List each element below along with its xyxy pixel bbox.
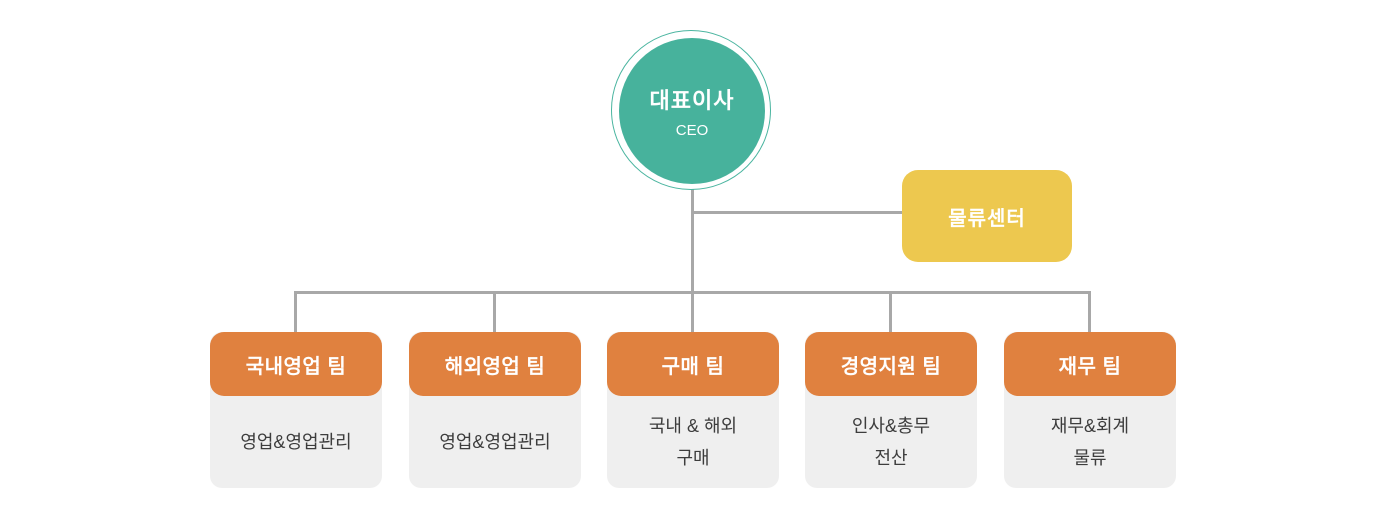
connector-team-stub: [493, 291, 496, 334]
team-detail-line: 인사&총무: [851, 415, 931, 436]
team-detail-line: 국내 & 해외: [648, 415, 738, 436]
team-header: 경영지원 팀: [805, 332, 977, 396]
team-body: 인사&총무 전산: [805, 396, 977, 488]
ceo-title: 대표이사: [649, 88, 735, 113]
team-card-management-support: 경영지원 팀 인사&총무 전산: [805, 332, 977, 488]
logistics-node: 물류센터: [902, 170, 1072, 262]
ceo-subtitle: CEO: [675, 122, 709, 139]
connector-ceo-vertical: [691, 188, 694, 293]
team-card-domestic-sales: 국내영업 팀 영업&영업관리: [210, 332, 382, 488]
connector-team-stub: [889, 291, 892, 334]
team-header: 재무 팀: [1004, 332, 1176, 396]
team-header: 국내영업 팀: [210, 332, 382, 396]
team-header: 구매 팀: [607, 332, 779, 396]
team-detail-line: 구매: [676, 448, 710, 468]
team-detail-line: 전산: [874, 448, 908, 468]
connector-team-stub: [1088, 291, 1091, 334]
ceo-node: 대표이사 CEO: [619, 38, 765, 184]
team-body: 재무&회계 물류: [1004, 396, 1176, 488]
team-header: 해외영업 팀: [409, 332, 581, 396]
connector-team-stub: [294, 291, 297, 334]
team-detail-line: 물류: [1073, 448, 1107, 468]
team-detail-line: 영업&영업관리: [240, 431, 352, 452]
team-body: 영업&영업관리: [210, 396, 382, 488]
team-card-purchasing: 구매 팀 국내 & 해외 구매: [607, 332, 779, 488]
team-body: 영업&영업관리: [409, 396, 581, 488]
logistics-label: 물류센터: [948, 207, 1026, 230]
team-detail-line: 재무&회계: [1050, 415, 1130, 436]
team-card-overseas-sales: 해외영업 팀 영업&영업관리: [409, 332, 581, 488]
team-card-finance: 재무 팀 재무&회계 물류: [1004, 332, 1176, 488]
team-detail-line: 영업&영업관리: [439, 431, 551, 452]
connector-logistics-branch: [691, 211, 904, 214]
connector-team-stub: [691, 291, 694, 334]
team-body: 국내 & 해외 구매: [607, 396, 779, 488]
